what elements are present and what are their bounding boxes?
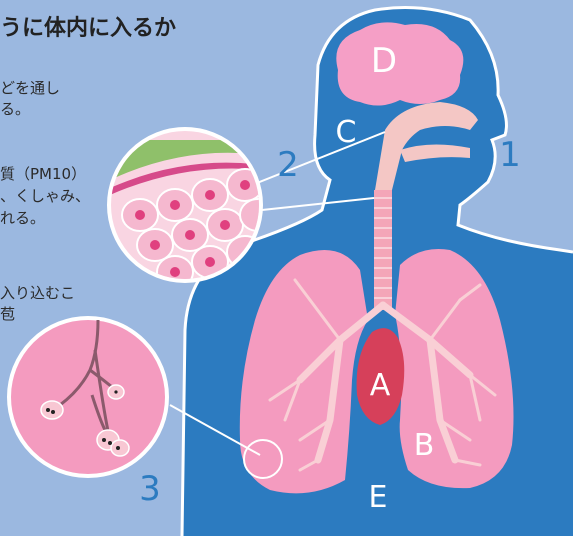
page-title: うに体内に入るか [0,10,176,42]
brain-shape [336,22,463,105]
label-B: B [414,428,435,463]
text-2-line3: れる。 [0,208,45,229]
alveoli-magnifier [9,318,167,476]
label-E: E [369,480,388,515]
label-2: 2 [277,145,299,185]
text-2-line1: 質（PM10） [0,164,86,185]
label-D: D [371,41,397,81]
text-1-line2: る。 [0,99,30,120]
text-3-line1: 入り込むこ [0,283,75,304]
text-3-line2: 苞 [0,304,15,325]
text-1-line1: どを通し [0,78,60,99]
label-1: 1 [499,135,521,175]
label-C: C [336,115,357,150]
label-A: A [370,368,391,403]
text-2-line2: 、くしゃみ、 [0,186,90,207]
label-3: 3 [139,469,161,509]
